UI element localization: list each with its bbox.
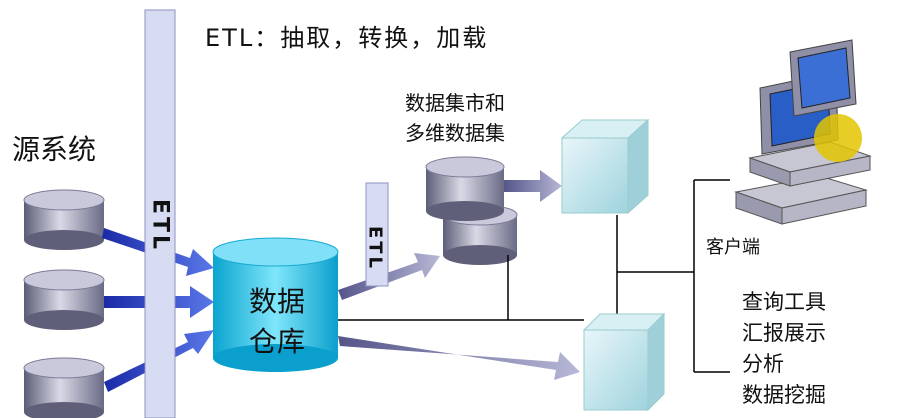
data-mart-label-line1: 数据集市和 xyxy=(405,91,505,115)
data-mart-label: 数据集市和 多维数据集 xyxy=(405,88,505,148)
warehouse-to-mart-arrow xyxy=(338,253,440,300)
tools-list: 查询工具 汇报展示 分析 数据挖掘 xyxy=(742,287,826,411)
source-db-1 xyxy=(23,189,105,250)
page-title: ETL：抽取，转换，加载 xyxy=(205,24,489,52)
warehouse-cylinder xyxy=(212,237,339,372)
etl-main-bar xyxy=(144,9,176,418)
warehouse-label-line1: 数据 xyxy=(248,285,305,318)
client-computer-icon xyxy=(734,39,872,225)
data-mart-label-line2: 多维数据集 xyxy=(405,121,505,145)
client-label: 客户端 xyxy=(706,237,760,258)
cube-lower xyxy=(582,312,666,412)
tool-item: 数据挖掘 xyxy=(742,383,826,407)
tool-item: 分析 xyxy=(742,352,784,376)
tool-item: 查询工具 xyxy=(742,290,826,314)
source-systems-label: 源系统 xyxy=(12,133,97,166)
source-db-2 xyxy=(23,269,105,330)
mart-cylinder-front xyxy=(425,156,505,221)
etl-secondary-label: ETL xyxy=(364,225,386,272)
connector-lines xyxy=(338,179,730,373)
source-db-3 xyxy=(23,357,105,418)
warehouse-to-cube-arrow xyxy=(338,336,580,380)
etl-secondary-box xyxy=(365,182,389,287)
warehouse-label: 数据 仓库 xyxy=(222,282,332,362)
warehouse-label-line2: 仓库 xyxy=(248,325,305,358)
tool-item: 汇报展示 xyxy=(742,321,826,345)
etl-main-label: ETL xyxy=(147,198,173,253)
cube-upper xyxy=(560,118,650,215)
mart-to-cube-arrow xyxy=(504,170,562,202)
